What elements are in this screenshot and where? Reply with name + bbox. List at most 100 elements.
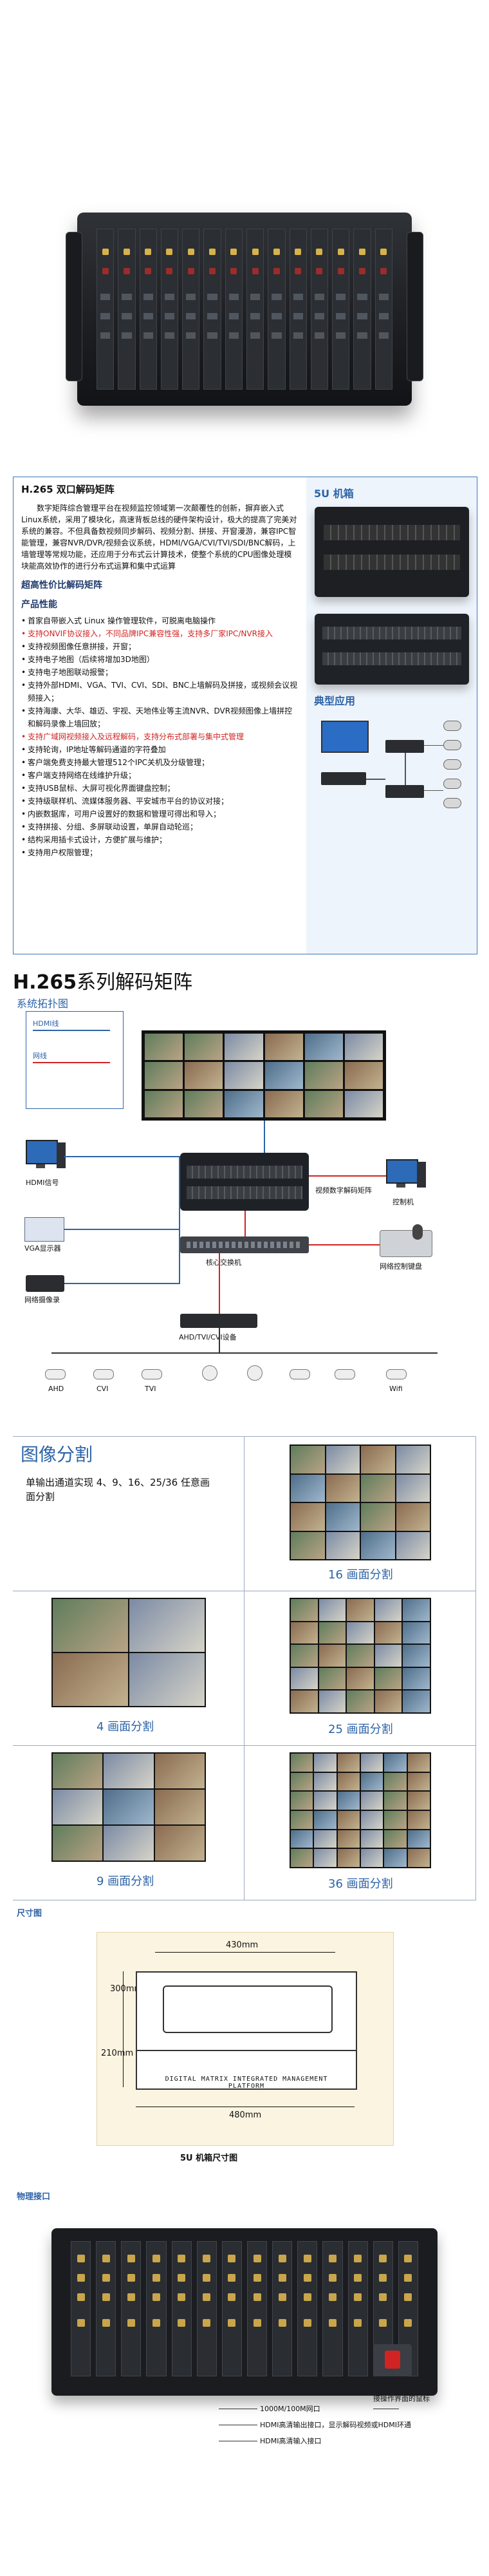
dim-top-line bbox=[155, 1952, 335, 1953]
spec-subtitle-2: 产品性能 bbox=[21, 600, 57, 610]
dimension-title: 尺寸图 bbox=[17, 1909, 42, 1918]
dome-camera-icon bbox=[199, 1365, 219, 1381]
ahd-device-icon bbox=[180, 1314, 257, 1328]
camera-icon bbox=[45, 1365, 66, 1381]
feature-item: 支持外部HDMI、VGA、TVI、CVI、SDI、BNC上墙解码及拼接，或视频会… bbox=[21, 679, 299, 705]
chassis-front-image bbox=[314, 507, 469, 597]
dome-camera-icon bbox=[244, 1365, 264, 1381]
mosaic-25 bbox=[290, 1598, 431, 1714]
legend-lan-label: 网线 bbox=[33, 1052, 47, 1060]
switch-icon bbox=[385, 740, 424, 753]
camera-icon bbox=[443, 798, 461, 808]
camera-icon bbox=[142, 1365, 162, 1381]
mosaic-4 bbox=[51, 1598, 206, 1707]
split-16-label: 16 画面分割 bbox=[328, 1568, 393, 1582]
series-title-en: H.265 bbox=[13, 971, 77, 994]
port-label-mouse: 接操作界面的鼠标 bbox=[373, 2394, 430, 2403]
split-36-cell: 36 画面分割 bbox=[244, 1746, 476, 1900]
camera-icon bbox=[443, 779, 461, 789]
split-grid: 图像分割 单输出通道实现 4、9、16、25/36 任意画面分割 16 画面分割… bbox=[13, 1436, 476, 1900]
topology-title: 系统拓扑图 bbox=[17, 998, 69, 1010]
feature-item: 支持海康、大华、雄迈、宇视、天地伟业等主流NVR、DVR视频图像上墙拼控和解码录… bbox=[21, 705, 299, 730]
split-desc: 单输出通道实现 4、9、16、25/36 任意画面分割 bbox=[26, 1477, 210, 1502]
matrix-label: 视频数字解码矩阵 bbox=[315, 1186, 372, 1195]
spec-intro: 数字矩阵综合管理平台在视频监控领域第一次颠覆性的创新，摒弃嵌入式Linux系统，… bbox=[21, 504, 297, 571]
nvr-icon bbox=[385, 785, 424, 798]
camera-label: AHD bbox=[48, 1385, 64, 1393]
split-title: 图像分割 bbox=[21, 1444, 93, 1465]
feature-item: 首家自带嵌入式 Linux 操作管理软件，可脱离电脑操作 bbox=[21, 614, 299, 627]
legend-hdmi-label: HDMI线 bbox=[33, 1019, 59, 1028]
topology-legend: HDMI线 网线 bbox=[26, 1011, 124, 1109]
keyboard-label: 网络控制键盘 bbox=[380, 1262, 422, 1271]
camera-label: CVI bbox=[97, 1385, 109, 1393]
camera-icon bbox=[443, 759, 461, 770]
rack-ear-right bbox=[407, 232, 423, 381]
spec-section: H.265 双口解码矩阵 数字矩阵综合管理平台在视频监控领域第一次颠覆性的创新，… bbox=[13, 477, 477, 954]
typical-app-label: 典型应用 bbox=[314, 695, 356, 707]
split-intro-cell: 图像分割 单输出通道实现 4、9、16、25/36 任意画面分割 bbox=[13, 1437, 244, 1591]
spec-image-column: 5U 机箱 典型应用 bbox=[306, 477, 477, 954]
feature-item: 支持USB鼠标、大屏可视化界面键盘控制； bbox=[21, 782, 299, 795]
dim-bottom-width: 480mm bbox=[229, 2110, 262, 2120]
split-36-label: 36 画面分割 bbox=[328, 1877, 393, 1891]
controller-pc bbox=[386, 1159, 426, 1191]
chassis-outline-drawing: DIGITAL MATRIX INTEGRATED MANAGEMENT PLA… bbox=[136, 1971, 357, 2090]
camera-icon bbox=[443, 721, 461, 731]
dvr-label: 网络摄像录 bbox=[24, 1296, 60, 1304]
camera-icon bbox=[335, 1365, 355, 1381]
dim-depth: 300mm bbox=[110, 1984, 143, 1994]
feature-item: 支持用户权限管理； bbox=[21, 846, 299, 859]
dim-front-text: DIGITAL MATRIX INTEGRATED MANAGEMENT PLA… bbox=[165, 2076, 328, 2090]
feature-item: 结构采用插卡式设计，方便扩展与维护； bbox=[21, 833, 299, 846]
image-split-section: 图像分割 单输出通道实现 4、9、16、25/36 任意画面分割 16 画面分割… bbox=[13, 1436, 476, 1900]
dimension-panel: 430mm 300mm 210mm DIGITAL MATRIX INTEGRA… bbox=[97, 1932, 394, 2146]
camera-icon bbox=[443, 740, 461, 750]
dim-top-width: 430mm bbox=[226, 1940, 259, 1950]
split-16-cell: 16 画面分割 bbox=[244, 1437, 476, 1591]
feature-list: 首家自带嵌入式 Linux 操作管理软件，可脱离电脑操作 支持ONVIF协议接入… bbox=[14, 614, 306, 859]
ahd-device-label: AHD/TVI/CVI设备 bbox=[179, 1333, 237, 1341]
decoder-icon bbox=[320, 772, 366, 785]
card-slots bbox=[97, 229, 392, 390]
spec-subtitle-1: 超高性价比解码矩阵 bbox=[21, 580, 102, 591]
typical-application-diagram bbox=[315, 714, 469, 843]
split-9-label: 9 画面分割 bbox=[97, 1875, 154, 1888]
series-title: H.265系列解码矩阵 bbox=[13, 966, 192, 994]
feature-item: 支持级联样机、流媒体服务器、平安城市平台的协议对接； bbox=[21, 795, 299, 808]
mosaic-36 bbox=[290, 1752, 431, 1868]
ports-title: 物理接口 bbox=[17, 2192, 51, 2202]
feature-item: 客户端免费支持最大管理512个IPC关机及分级管理； bbox=[21, 756, 299, 769]
chassis-rear-image bbox=[314, 614, 469, 685]
mosaic-9 bbox=[51, 1752, 206, 1862]
physical-interface-section: 1000M/100M网口 HDMI高清输出接口，显示解码视频或HDMI环通 HD… bbox=[13, 2202, 476, 2512]
core-switch-icon bbox=[180, 1236, 309, 1253]
feature-item: 支持拼接、分组、多屏联动设置，单屏自动轮巡； bbox=[21, 820, 299, 833]
camera-icon bbox=[290, 1365, 310, 1381]
split-25-label: 25 画面分割 bbox=[328, 1723, 393, 1736]
wifi-camera-icon bbox=[386, 1365, 407, 1381]
dim-height-line bbox=[123, 1971, 124, 2087]
legend-hdmi-line bbox=[33, 1030, 110, 1031]
mosaic-16 bbox=[290, 1444, 431, 1560]
video-wall bbox=[142, 1030, 386, 1121]
feature-item: 支持ONVIF协议接入，不同品牌IPC兼容性强，支持多厂家IPC/NVR接入 bbox=[21, 627, 299, 640]
spec-text-column: H.265 双口解码矩阵 数字矩阵综合管理平台在视频监控领域第一次颠覆性的创新，… bbox=[14, 477, 306, 954]
product-hero bbox=[26, 161, 463, 457]
port-label-lan: 1000M/100M网口 bbox=[260, 2405, 320, 2413]
split-4-cell: 4 画面分割 bbox=[13, 1591, 244, 1746]
feature-item: 支持视频图像任意拼接，开窗； bbox=[21, 640, 299, 653]
rack-ear-left bbox=[66, 232, 82, 381]
dimension-caption: 5U 机箱尺寸图 bbox=[180, 2154, 238, 2163]
switch-label: 核心交换机 bbox=[206, 1258, 241, 1267]
feature-item: 支持电子地图（后续将增加3D地图） bbox=[21, 653, 299, 666]
spec-title: H.265 双口解码矩阵 bbox=[21, 484, 115, 495]
port-label-hdmi-out: HDMI高清输出接口，显示解码视频或HDMI环通 bbox=[260, 2421, 411, 2429]
split-25-cell: 25 画面分割 bbox=[244, 1591, 476, 1746]
dimension-section: 尺寸图 430mm 300mm 210mm DIGITAL MATRIX INT… bbox=[13, 1906, 476, 2183]
chassis-label: 5U 机箱 bbox=[314, 488, 354, 500]
hdmi-source-label: HDMI信号 bbox=[26, 1179, 59, 1187]
split-9-cell: 9 画面分割 bbox=[13, 1746, 244, 1900]
network-keyboard-icon bbox=[380, 1224, 432, 1257]
port-label-hdmi-in: HDMI高清输入接口 bbox=[260, 2437, 322, 2445]
